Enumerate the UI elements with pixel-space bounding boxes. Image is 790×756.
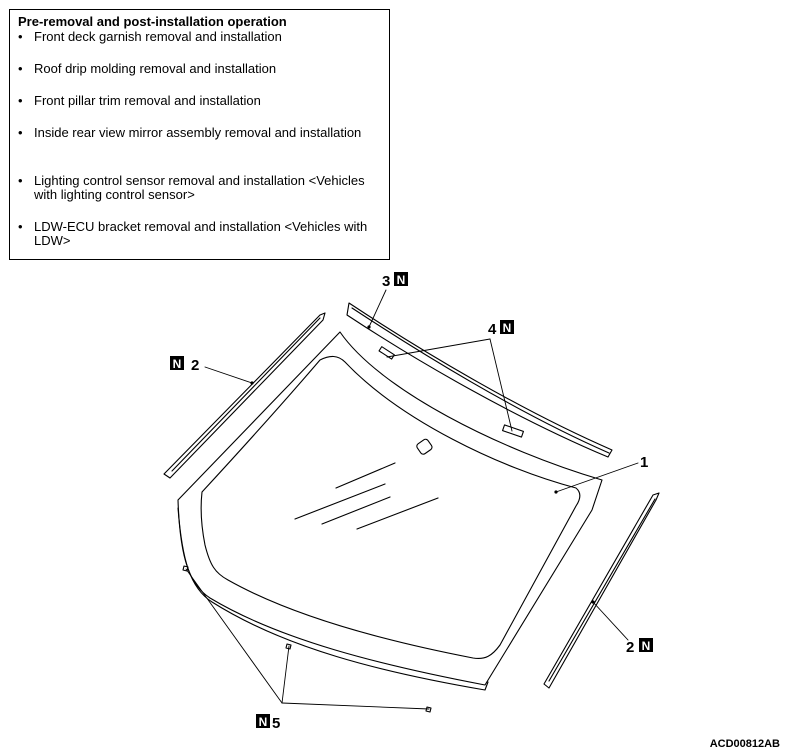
- callout-3-new-part-icon: [394, 272, 408, 286]
- callout-4-new-part-mark: N: [503, 321, 512, 335]
- figure-code: ACD00812AB: [709, 738, 780, 750]
- callout-5-number: 5: [272, 715, 280, 732]
- operation-item-inside-rear-view-mirror: Inside rear view mirror assembly removal…: [18, 126, 381, 141]
- callout-3-number: 3: [382, 273, 390, 290]
- callout-4-number: 4: [488, 321, 497, 338]
- fastener-clips: [182, 565, 432, 713]
- right-pillar-molding: [543, 492, 660, 689]
- left-pillar-molding: [163, 312, 326, 479]
- operation-list: Front deck garnish removal and installat…: [18, 30, 381, 248]
- callout-2-left-new-part-icon: [170, 356, 184, 370]
- top-windshield-molding: [346, 302, 613, 458]
- callout-2-right-new-part-mark: N: [642, 639, 651, 653]
- spacer-right: [502, 424, 524, 438]
- operation-item-front-deck-garnish: Front deck garnish removal and installat…: [18, 30, 381, 45]
- operation-item-roof-drip-molding: Roof drip molding removal and installati…: [18, 62, 381, 77]
- operation-item-ldw-ecu-bracket: LDW-ECU bracket removal and installation…: [18, 220, 381, 248]
- spacer-left: [378, 346, 395, 360]
- pre-removal-operation-box: Pre-removal and post-installation operat…: [9, 9, 390, 260]
- callout-2-left-number: 2: [191, 357, 199, 374]
- clip-center: [285, 643, 292, 650]
- leader-points: [250, 325, 595, 604]
- clip-right: [425, 706, 432, 713]
- windshield-glass: [177, 331, 603, 691]
- callout-5-new-part-mark: N: [259, 715, 268, 729]
- rear-view-mirror-mount: [416, 438, 433, 455]
- operation-box-title: Pre-removal and post-installation operat…: [18, 14, 287, 29]
- operation-item-lighting-control-sensor: Lighting control sensor removal and inst…: [18, 174, 381, 202]
- callout-1-number: 1: [640, 454, 648, 471]
- leader-lines: [185, 289, 639, 710]
- callout-2-left-new-part-mark: N: [173, 357, 182, 371]
- callout-2-right-new-part-icon: [639, 638, 653, 652]
- callout-5-new-part-icon: [256, 714, 270, 728]
- operation-item-front-pillar-trim: Front pillar trim removal and installati…: [18, 94, 381, 109]
- callout-3-new-part-mark: N: [397, 273, 406, 287]
- callout-2-right-number: 2: [626, 639, 634, 656]
- callout-4-new-part-icon: [500, 320, 514, 334]
